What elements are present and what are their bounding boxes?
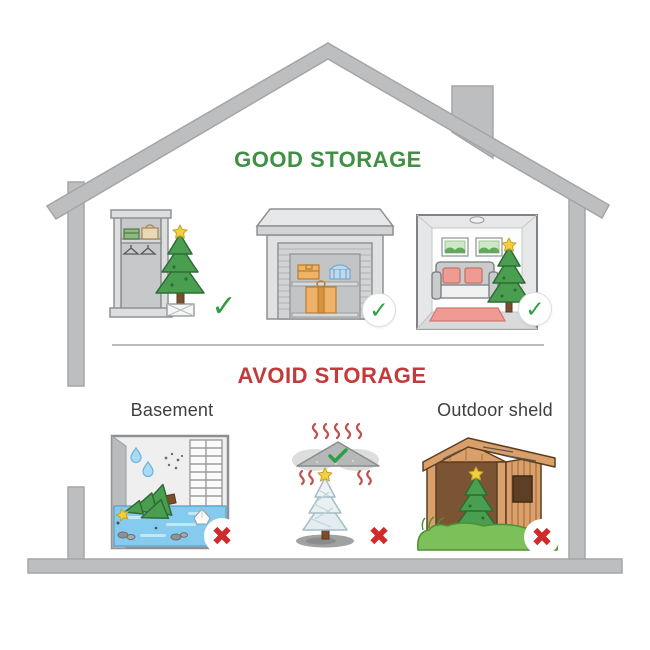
fallen-tree <box>115 483 177 522</box>
rug <box>428 307 507 322</box>
roof <box>45 42 611 220</box>
attic-vent <box>292 441 380 471</box>
floating-debris <box>116 508 211 541</box>
left-wall-lower <box>67 486 85 564</box>
check-icon: ✓ <box>362 293 396 327</box>
section-divider <box>112 344 544 346</box>
christmas-tree <box>155 224 205 317</box>
tree-star <box>115 508 129 522</box>
heat-waves-sides <box>299 469 372 486</box>
sofa <box>431 261 499 300</box>
shed-structure <box>422 437 556 541</box>
good-storage-title: GOOD STORAGE <box>234 147 422 172</box>
wardrobe <box>109 209 173 318</box>
outdoor-shed-label: Outdoor sheld <box>437 400 553 420</box>
stored-boxes <box>123 224 159 240</box>
shed-window <box>512 475 533 503</box>
tree-star <box>172 224 188 239</box>
floor <box>27 558 623 574</box>
right-wall <box>568 195 586 564</box>
heat-waves-top <box>311 422 363 440</box>
wrapped-tree <box>296 467 354 548</box>
tree-star <box>501 237 517 252</box>
garage-boxes <box>297 264 351 314</box>
check-icon: ✓ <box>211 290 237 323</box>
house-walls <box>27 181 623 574</box>
left-wall-upper <box>67 181 85 387</box>
closet-illustration <box>109 209 205 318</box>
christmas-tree <box>487 237 531 313</box>
basement-label: Basement <box>130 400 214 420</box>
water-drips <box>130 446 184 478</box>
shed-illustration <box>416 437 559 551</box>
cross-icon: ✖ <box>524 519 560 555</box>
mold-specks <box>164 452 184 470</box>
check-icon: ✓ <box>518 292 552 326</box>
avoid-storage-title: AVOID STORAGE <box>237 363 427 388</box>
hangers <box>122 245 157 255</box>
ladder <box>189 439 223 507</box>
living-room-illustration <box>415 214 539 330</box>
tree-star <box>317 467 333 482</box>
tree-star <box>468 466 484 481</box>
cross-icon: ✖ <box>204 518 240 554</box>
wall-pictures <box>441 237 503 257</box>
cross-icon: ✖ <box>368 521 390 551</box>
shed-roof <box>422 437 556 472</box>
heat-illustration <box>292 422 380 548</box>
mini-check-icon <box>328 448 348 463</box>
